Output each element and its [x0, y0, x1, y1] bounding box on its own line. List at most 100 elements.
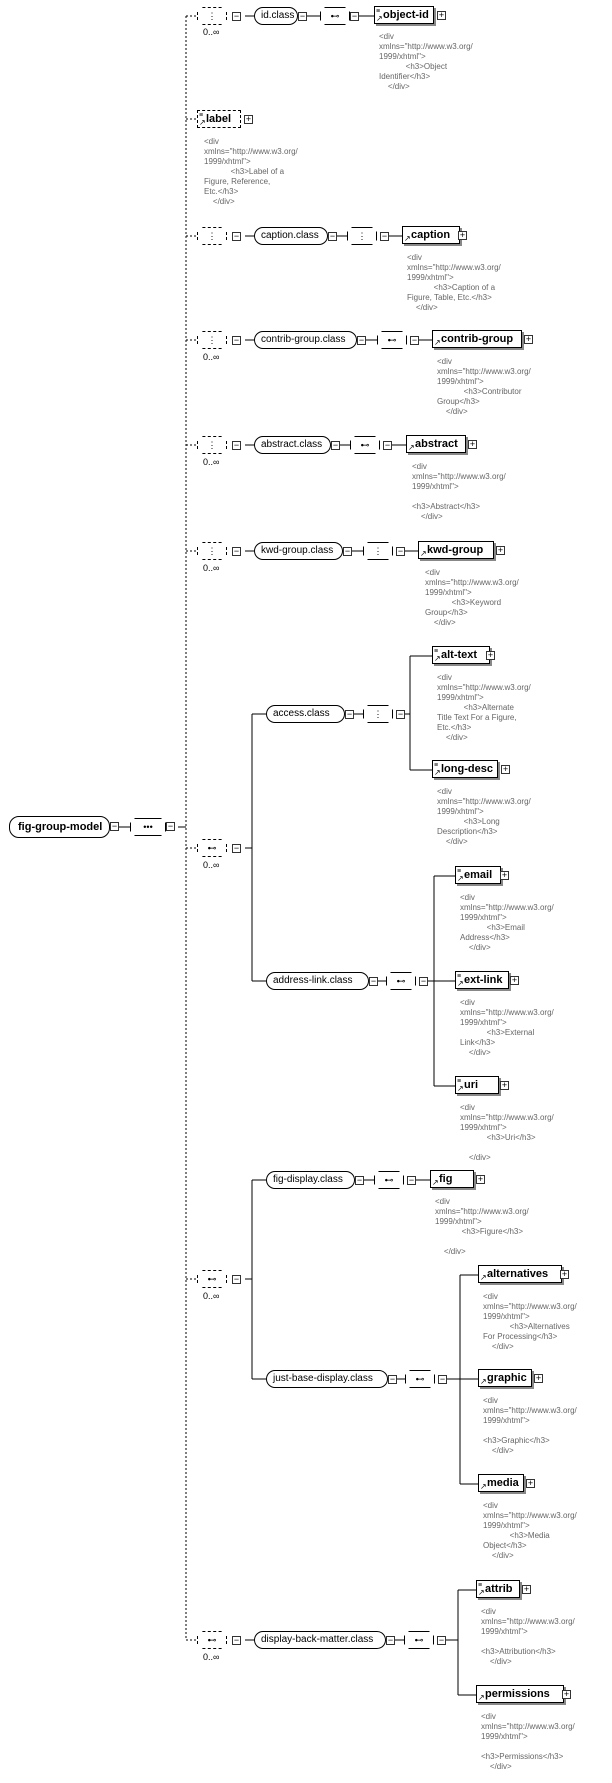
choice-compositor[interactable]: ⊷	[386, 972, 416, 990]
root-fig-group-model[interactable]: fig-group-model	[9, 816, 110, 838]
element-media[interactable]: media ↗	[478, 1474, 524, 1492]
collapse-toggle[interactable]: −	[345, 709, 354, 719]
expand-toggle[interactable]: +	[486, 650, 495, 660]
choice-compositor[interactable]: ⋮	[363, 705, 393, 723]
collapse-toggle[interactable]: −	[369, 976, 378, 986]
element-object-id[interactable]: ≡ object-id ↗	[374, 6, 434, 24]
group-fig-display-class[interactable]: fig-display.class	[266, 1171, 355, 1189]
collapse-toggle[interactable]: −	[357, 335, 366, 345]
element-label: contrib-group	[441, 333, 514, 345]
choice-compositor[interactable]: ⊷	[197, 1270, 227, 1288]
element-label: object-id	[383, 9, 429, 21]
collapse-toggle[interactable]: −	[110, 821, 119, 831]
element-abstract[interactable]: abstract ↗	[406, 435, 466, 453]
element-ref-icon: ↗	[480, 1273, 487, 1282]
collapse-toggle[interactable]: −	[396, 709, 405, 719]
element-ref-icon: ↗	[432, 1178, 439, 1187]
choice-compositor[interactable]: ⊷	[197, 1631, 227, 1649]
collapse-toggle[interactable]: −	[350, 11, 359, 21]
choice-compositor[interactable]: ⋮	[197, 331, 227, 349]
group-id-class[interactable]: id.class	[254, 7, 298, 25]
group-contrib-group-class[interactable]: contrib-group.class	[254, 331, 357, 349]
choice-compositor[interactable]: ⊷	[405, 1370, 435, 1388]
collapse-toggle[interactable]: −	[388, 1374, 397, 1384]
expand-toggle[interactable]: +	[560, 1269, 569, 1279]
expand-toggle[interactable]: +	[534, 1373, 543, 1383]
collapse-toggle[interactable]: −	[232, 1635, 241, 1645]
group-abstract-class[interactable]: abstract.class	[254, 436, 331, 454]
collapse-toggle[interactable]: −	[232, 1274, 241, 1284]
collapse-toggle[interactable]: −	[437, 1635, 446, 1645]
choice-compositor[interactable]: ⋮	[197, 542, 227, 560]
collapse-toggle[interactable]: −	[383, 440, 392, 450]
collapse-toggle[interactable]: −	[380, 231, 389, 241]
expand-toggle[interactable]: +	[524, 334, 533, 344]
collapse-toggle[interactable]: −	[328, 231, 337, 241]
collapse-toggle[interactable]: −	[232, 440, 241, 450]
expand-toggle[interactable]: +	[501, 764, 510, 774]
collapse-toggle[interactable]: −	[166, 821, 175, 831]
choice-compositor[interactable]: ⋮	[197, 227, 227, 245]
group-kwd-group-class[interactable]: kwd-group.class	[254, 542, 343, 560]
collapse-toggle[interactable]: −	[331, 440, 340, 450]
element-kwd-group[interactable]: kwd-group ↗	[418, 541, 494, 559]
expand-toggle[interactable]: +	[510, 975, 519, 985]
group-display-back-matter-class[interactable]: display-back-matter.class	[254, 1631, 386, 1649]
collapse-toggle[interactable]: −	[232, 335, 241, 345]
element-alt-text[interactable]: ≡ alt-text ↗	[432, 646, 490, 664]
expand-toggle[interactable]: +	[437, 10, 446, 20]
collapse-toggle[interactable]: −	[419, 976, 428, 986]
group-just-base-display-class[interactable]: just-base-display.class	[266, 1370, 388, 1388]
choice-compositor[interactable]: ⊷	[404, 1631, 434, 1649]
collapse-toggle[interactable]: −	[407, 1175, 416, 1185]
collapse-toggle[interactable]: −	[343, 546, 352, 556]
collapse-toggle[interactable]: −	[232, 546, 241, 556]
collapse-toggle[interactable]: −	[298, 11, 307, 21]
expand-toggle[interactable]: +	[496, 545, 505, 555]
expand-toggle[interactable]: +	[458, 230, 467, 240]
sequence-compositor[interactable]: •••	[130, 818, 166, 836]
element-contrib-group[interactable]: contrib-group ↗	[432, 330, 522, 348]
group-address-link-class[interactable]: address-link.class	[266, 972, 369, 990]
group-access-class[interactable]: access.class	[266, 705, 345, 723]
choice-compositor[interactable]: ⋮	[363, 542, 393, 560]
choice-compositor[interactable]: ⊷	[374, 1171, 404, 1189]
element-long-desc[interactable]: ≡ long-desc ↗	[432, 760, 498, 778]
collapse-toggle[interactable]: −	[232, 11, 241, 21]
collapse-toggle[interactable]: −	[386, 1635, 395, 1645]
element-alternatives[interactable]: alternatives ↗	[478, 1265, 562, 1283]
element-caption[interactable]: caption ↗	[402, 226, 460, 244]
collapse-toggle[interactable]: −	[355, 1175, 364, 1185]
choice-compositor[interactable]: ⊷	[377, 331, 407, 349]
choice-compositor[interactable]: ⊷	[320, 7, 350, 25]
element-graphic[interactable]: graphic ↗	[478, 1369, 532, 1387]
expand-toggle[interactable]: +	[476, 1174, 485, 1184]
expand-toggle[interactable]: +	[522, 1584, 531, 1594]
element-attrib[interactable]: ≡ attrib ↗	[476, 1580, 520, 1598]
expand-toggle[interactable]: +	[526, 1478, 535, 1488]
element-email[interactable]: ≡ email ↗	[455, 866, 501, 884]
collapse-toggle[interactable]: −	[438, 1374, 447, 1384]
collapse-toggle[interactable]: −	[232, 231, 241, 241]
element-fig[interactable]: fig ↗	[430, 1170, 474, 1188]
choice-compositor[interactable]: ⊷	[350, 436, 380, 454]
expand-toggle[interactable]: +	[562, 1689, 571, 1699]
expand-toggle[interactable]: +	[244, 114, 253, 124]
choice-compositor[interactable]: ⊷	[197, 839, 227, 857]
element-permissions[interactable]: permissions ↗	[476, 1685, 564, 1703]
choice-compositor[interactable]: ⋮	[197, 436, 227, 454]
element-ref-icon: ↗	[404, 234, 411, 243]
choice-compositor[interactable]: ⋮	[347, 227, 377, 245]
element-label[interactable]: ≡ label ↗	[197, 110, 241, 128]
expand-toggle[interactable]: +	[500, 870, 509, 880]
group-caption-class[interactable]: caption.class	[254, 227, 328, 245]
collapse-toggle[interactable]: −	[396, 546, 405, 556]
element-ext-link[interactable]: ≡ ext-link ↗	[455, 971, 509, 989]
occurrence-label: 0..∞	[203, 563, 220, 573]
collapse-toggle[interactable]: −	[410, 335, 419, 345]
expand-toggle[interactable]: +	[500, 1080, 509, 1090]
expand-toggle[interactable]: +	[468, 439, 477, 449]
choice-compositor[interactable]: ⋮	[197, 7, 227, 25]
collapse-toggle[interactable]: −	[232, 843, 241, 853]
element-uri[interactable]: ≡ uri ↗	[455, 1076, 499, 1094]
